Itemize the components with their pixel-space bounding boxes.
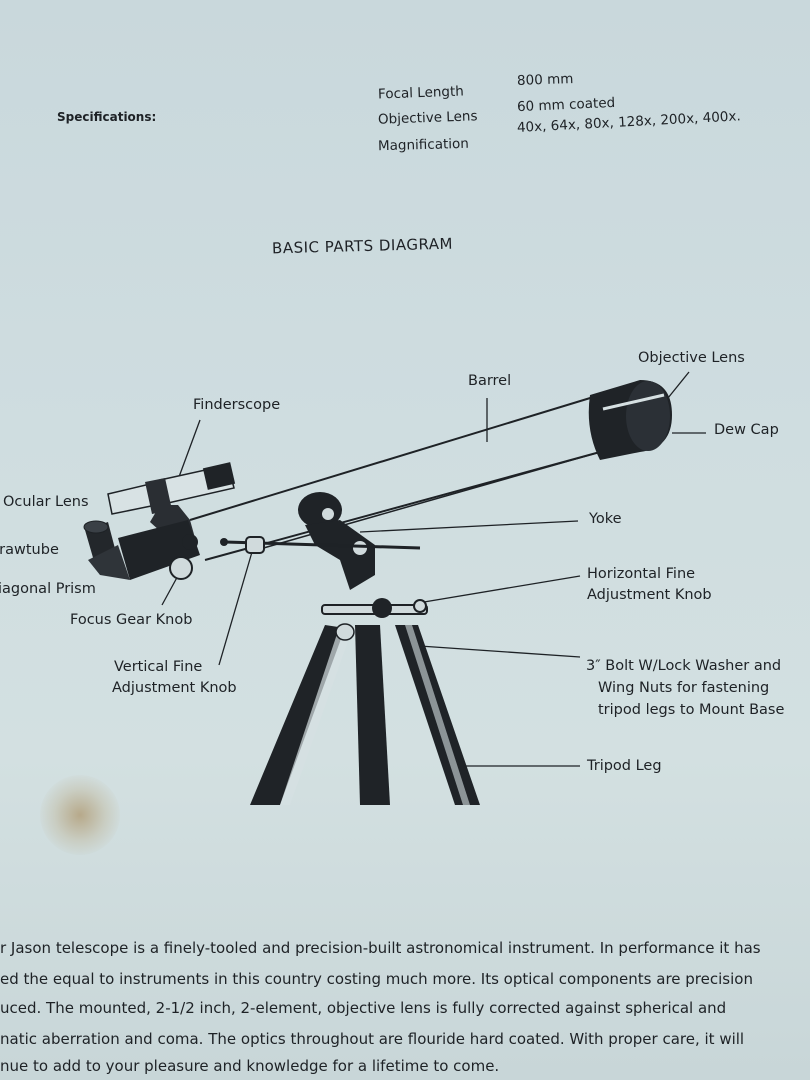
label-objective-lens: Objective Lens [638, 350, 745, 366]
leader-yoke [359, 520, 579, 533]
label-focus-gear-knob: Focus Gear Knob [70, 612, 193, 628]
telescope-tube [189, 380, 672, 561]
label-tripod-leg: Tripod Leg [587, 758, 662, 774]
focuser-drawing [83, 520, 200, 580]
label-bolt-3: tripod legs to Mount Base [598, 702, 785, 718]
paragraph-line-1: r Jason telescope is a finely-tooled and… [0, 939, 761, 957]
label-yoke: Yoke [589, 511, 622, 527]
specifications-heading: Specifications: [57, 110, 157, 124]
label-vertical-fine-1: Vertical Fine [114, 659, 203, 675]
label-barrel: Barrel [468, 373, 512, 389]
label-diagonal-prism: iagonal Prism [0, 581, 96, 597]
label-dew-cap: Dew Cap [714, 422, 779, 438]
leader-vertical-fine [218, 551, 253, 666]
paragraph-line-3: uced. The mounted, 2-1/2 inch, 2-element… [0, 999, 727, 1017]
label-finderscope: Finderscope [193, 397, 281, 413]
label-bolt-1: 3″ Bolt W/Lock Washer and [586, 658, 782, 674]
paragraph-line-4: natic aberration and coma. The optics th… [0, 1030, 745, 1048]
label-drawtube: Drawtube [0, 542, 59, 558]
leader-bolt [404, 644, 581, 658]
label-bolt-2: Wing Nuts for fastening [598, 680, 770, 696]
label-vertical-fine-2: Adjustment Knob [112, 680, 237, 696]
tripod-drawing [250, 623, 480, 805]
label-horizontal-fine-2: Adjustment Knob [587, 587, 712, 603]
paper-stain [40, 775, 120, 855]
paragraph-line-2: ed the equal to instruments in this coun… [0, 970, 753, 988]
paragraph-line-5: nue to add to your pleasure and knowledg… [0, 1057, 500, 1075]
label-horizontal-fine-1: Horizontal Fine [587, 566, 696, 582]
mount-drawing [220, 492, 428, 618]
leader-objective-lens [667, 371, 690, 399]
leader-finderscope [175, 419, 201, 486]
label-ocular-lens: Ocular Lens [3, 494, 89, 510]
leader-horizontal-fine [417, 575, 581, 604]
